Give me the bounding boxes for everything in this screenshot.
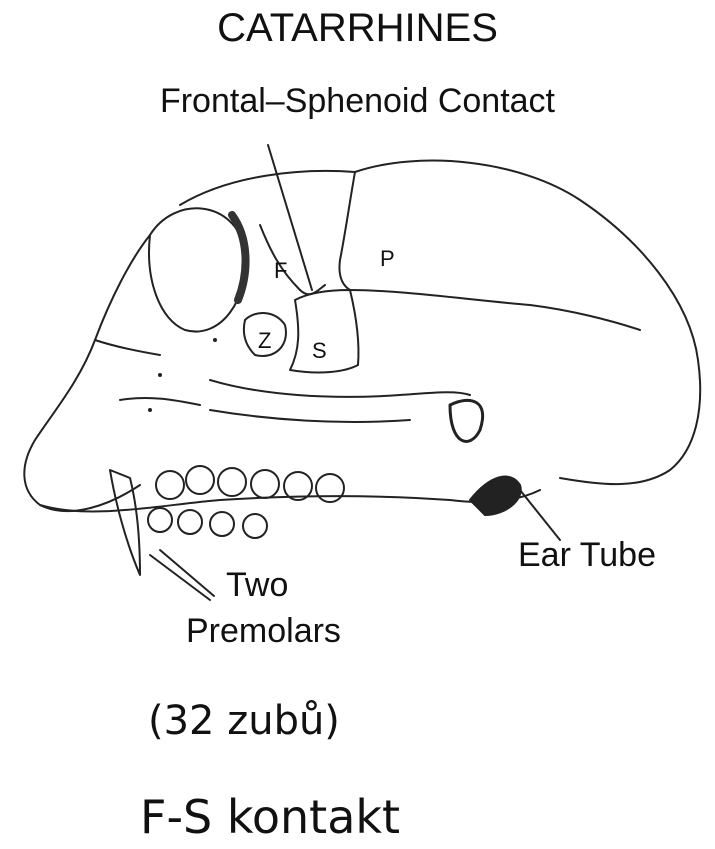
label-ear-tube: Ear Tube <box>518 536 656 575</box>
coronal-suture <box>339 172 355 290</box>
cranial-vault-outline <box>180 161 700 485</box>
label-parietal: P <box>380 246 395 272</box>
caption-teeth-count: (32 zubů) <box>148 698 340 744</box>
tooth-row <box>148 466 344 538</box>
snout-outline <box>24 235 150 511</box>
ear-region <box>450 400 483 441</box>
premolars-pointer-1 <box>150 555 210 600</box>
ear-tube-pointer <box>520 490 560 540</box>
frontal-suture <box>260 225 325 294</box>
caption-fs-contact: F-S kontakt <box>140 790 400 844</box>
label-premolars: Premolars <box>186 612 341 651</box>
label-two: Two <box>226 566 288 605</box>
label-frontal: F <box>274 258 287 284</box>
squamosal-suture <box>350 290 640 330</box>
label-zygomatic: Z <box>258 328 271 354</box>
label-sphenoid: S <box>312 338 327 364</box>
zygomatic-arch <box>210 380 470 397</box>
canine-tooth <box>110 470 140 575</box>
premolars-pointer-2 <box>160 550 214 596</box>
orbit-outline <box>149 208 246 331</box>
